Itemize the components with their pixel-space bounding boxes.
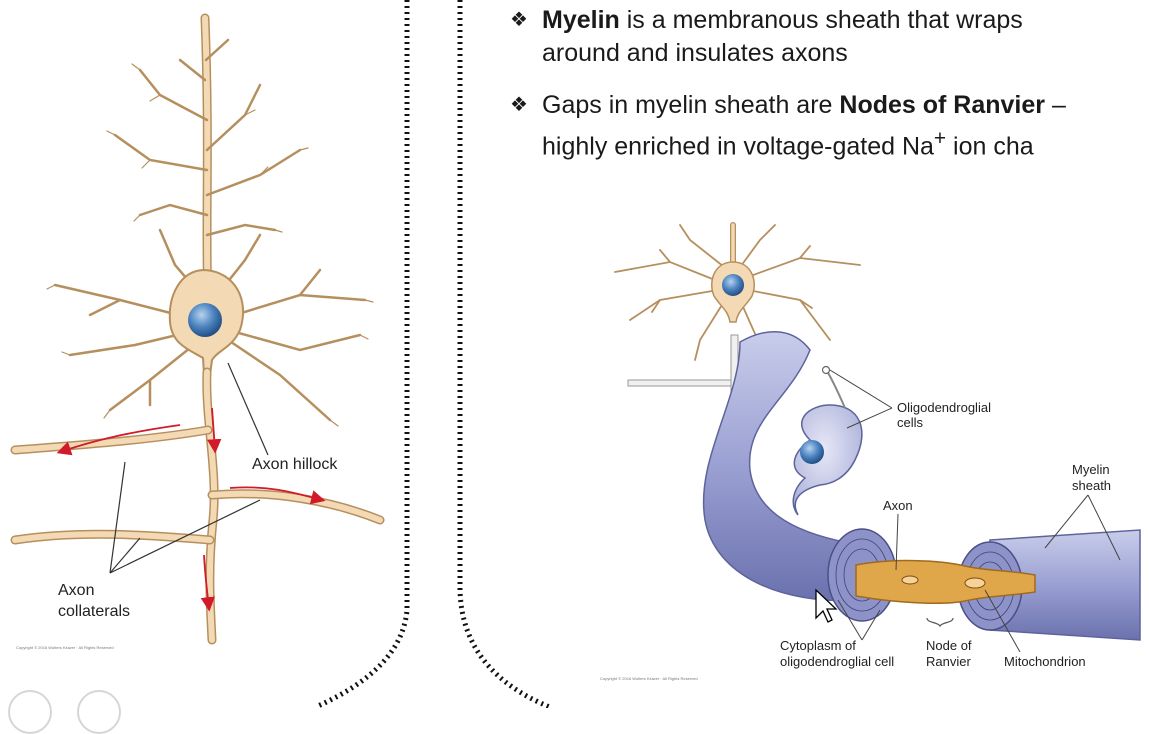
nucleus: [188, 303, 222, 337]
slide-frame-left-dotted: [316, 0, 410, 708]
bullet-nodes: ❖ Gaps in myelin sheath are Nodes of Ran…: [510, 89, 1149, 163]
bullet-myelin-text: is a membranous sheath that wraps: [619, 6, 1023, 34]
signal-arrows: [56, 407, 326, 612]
myelin-sheath-curve: [702, 330, 861, 602]
myelin-diagram: Oligodendroglial cells Myelin sheath Axo…: [600, 222, 1141, 681]
axon-core: [855, 559, 1036, 604]
label-cytoplasm-1: Cytoplasm of: [780, 638, 856, 653]
bullet-nodes-post: –: [1045, 91, 1066, 119]
bullet-nodes-sup: +: [933, 127, 947, 150]
small-nucleus: [722, 274, 744, 296]
bullet-nodes-line2-post: ion cha: [946, 132, 1034, 161]
label-axon-hillock: Axon hillock: [252, 456, 338, 473]
previous-slide-button[interactable]: [8, 690, 52, 734]
bullet-nodes-pre: Gaps in myelin sheath are: [542, 91, 840, 119]
bullet-myelin-line1: Myelin is a membranous sheath that wraps: [542, 4, 1149, 37]
mitochondrion-shape: [964, 577, 986, 589]
label-myelin-sheath-2: sheath: [1072, 478, 1111, 493]
label-node-of-ranvier-2: Ranvier: [926, 654, 971, 669]
diamond-bullet-icon: ❖: [510, 9, 528, 31]
slide-frame-right-dotted: [457, 0, 553, 708]
oligo-process-dot: [821, 365, 831, 375]
bullet-nodes-line2-pre: highly enriched in voltage-gated Na: [542, 132, 934, 161]
bullet-nodes-line2: highly enriched in voltage-gated Na+ ion…: [542, 122, 1149, 163]
axon-and-collaterals: [10, 367, 385, 645]
oligo-process-curve: [825, 369, 846, 409]
myelin-pointer-lines: [829, 369, 1121, 653]
label-myelin-sheath-1: Myelin: [1072, 462, 1110, 477]
myelin-copyright: Copyright © 2016 Wolters Kluwer · All Ri…: [600, 676, 698, 681]
oligo-process-horizontal: [627, 379, 739, 387]
label-oligodendroglial-2: cells: [897, 415, 924, 430]
bullet-nodes-bold: Nodes of Ranvier: [839, 91, 1045, 119]
diamond-bullet-icon: ❖: [510, 94, 528, 116]
neuron-copyright: Copyright © 2016 Wolters Kluwer · All Ri…: [16, 645, 114, 650]
mouse-cursor-icon: [815, 588, 838, 623]
label-cytoplasm-2: oligodendroglial cell: [780, 654, 894, 669]
next-slide-button[interactable]: [77, 690, 121, 734]
bullet-nodes-line1: Gaps in myelin sheath are Nodes of Ranvi…: [542, 89, 1149, 122]
neuron-pointer-lines: [109, 362, 269, 574]
label-oligodendroglial-1: Oligodendroglial: [897, 400, 991, 415]
label-mitochondrion: Mitochondrion: [1004, 654, 1086, 669]
slide-figures: Axon hillock Axon collaterals Copyright …: [10, 0, 1141, 708]
bullet-myelin: ❖ Myelin is a membranous sheath that wra…: [510, 4, 1149, 70]
label-axon: Axon: [883, 498, 913, 513]
oligodendroglial-cell: [792, 404, 863, 516]
label-axon-collaterals-1: Axon: [58, 582, 94, 599]
bullet-myelin-line2: around and insulates axons: [542, 39, 848, 67]
node-brace: [926, 617, 954, 628]
bullet-list: ❖ Myelin is a membranous sheath that wra…: [510, 4, 1149, 182]
mitochondrion-shape-2: [901, 575, 919, 585]
label-axon-collaterals-2: collaterals: [58, 603, 130, 620]
bullet-myelin-bold: Myelin: [542, 6, 620, 34]
oligo-nucleus: [800, 440, 824, 464]
label-node-of-ranvier-1: Node of: [926, 638, 972, 653]
neuron-diagram: Axon hillock Axon collaterals Copyright …: [10, 13, 385, 650]
